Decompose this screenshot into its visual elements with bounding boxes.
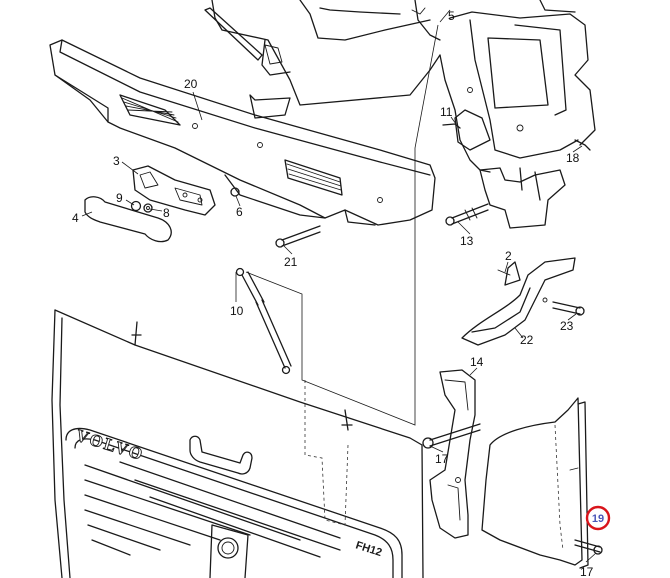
callout-14: 17: [435, 452, 449, 466]
part-4-handle: [84, 196, 172, 243]
fasteners-6-7-8: [130, 187, 240, 213]
callout-17: 17: [580, 565, 594, 578]
strut-leader: [245, 24, 439, 426]
callout-18: 18: [566, 151, 580, 165]
cab-structure: [211, 0, 596, 229]
callout-3: 3: [113, 154, 120, 168]
part-14-bolt: [422, 423, 481, 449]
callout-23: 23: [560, 319, 574, 333]
part-23-screw: [552, 301, 585, 316]
part-20-upper-panel: [49, 39, 436, 226]
callout-10: 11: [440, 105, 453, 119]
part-21-bolt: [275, 225, 321, 248]
callout-5: 5: [448, 9, 455, 23]
part-13-side-bracket: [429, 369, 476, 539]
callout-9: 10: [230, 304, 244, 318]
grille-brand-badge: VOLVO: [74, 426, 147, 465]
part-17-screw: [574, 539, 603, 555]
callout-19-highlighted[interactable]: 19: [585, 505, 611, 531]
callout-13: 14: [470, 355, 484, 369]
part-22-side-deflector: [461, 257, 576, 346]
callout-2: 2: [505, 249, 512, 263]
callout-19: 19: [592, 513, 604, 525]
callout-7: 8: [163, 206, 170, 220]
callout-11: 13: [460, 234, 474, 248]
callout-8: 9: [116, 191, 123, 205]
callout-4: 4: [72, 211, 79, 225]
cab-strut: [204, 7, 263, 61]
highlight-ring: [585, 505, 611, 531]
front-grille: VOLVO FH12: [51, 309, 424, 578]
part-10-fastener: [442, 123, 461, 129]
callout-21: 21: [284, 255, 298, 269]
part-3-hinge-bracket: [132, 165, 216, 216]
callout-labels: 20 3 4 9 8 6 10 21 5 11 13 18 2 22 23 14…: [72, 9, 594, 578]
callout-20: 20: [184, 77, 198, 91]
callout-22: 22: [520, 333, 534, 347]
part-9-gas-strut: [235, 267, 292, 375]
part-11-bolt: [445, 203, 489, 226]
grille-model-badge: FH12: [354, 539, 383, 559]
part-19-side-panel: [481, 397, 589, 569]
callout-6: 6: [236, 205, 243, 219]
leader-lines: [81, 9, 597, 563]
